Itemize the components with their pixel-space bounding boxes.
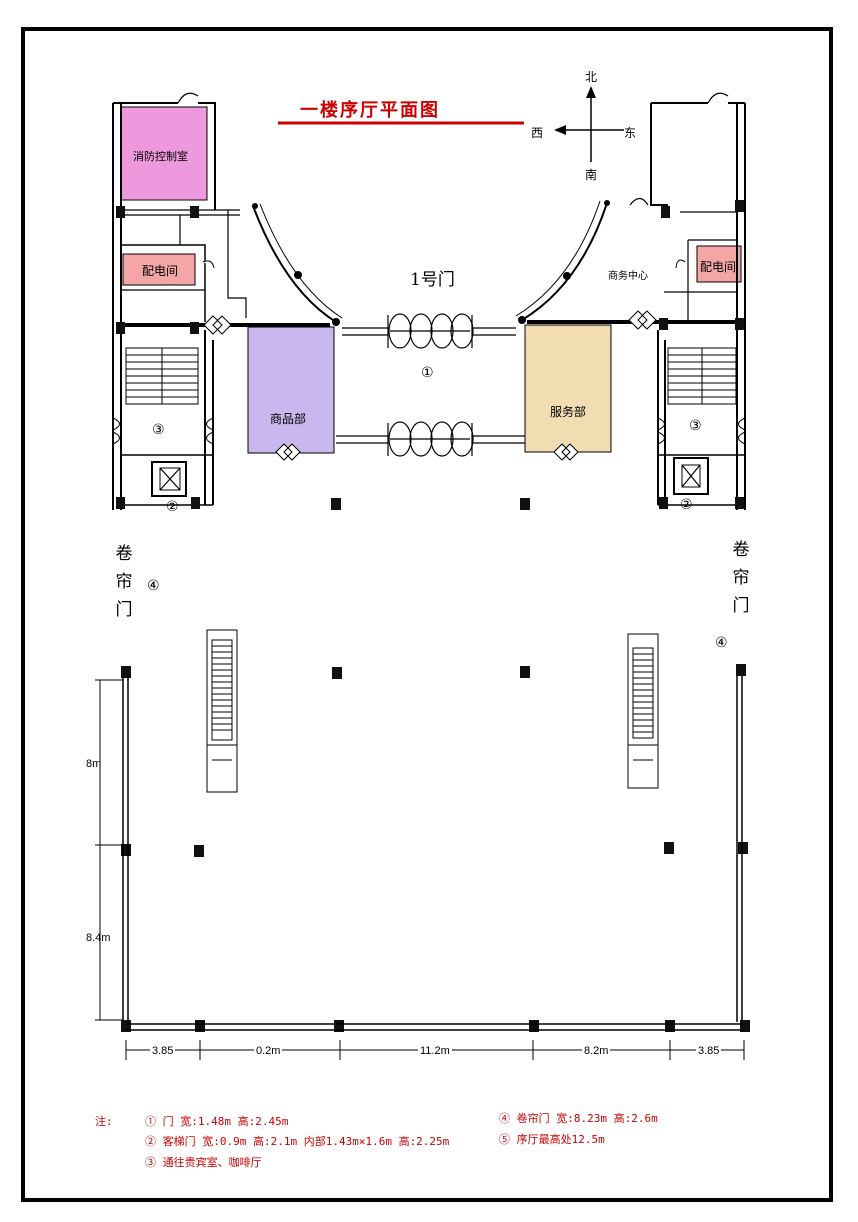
merchandise-room bbox=[247, 326, 335, 454]
power-room-left bbox=[122, 253, 196, 286]
business-center-label: 商务中心 bbox=[608, 271, 648, 282]
power-room-right bbox=[696, 245, 742, 283]
compass-north: 北 bbox=[585, 70, 598, 84]
power-left-label: 配电间 bbox=[142, 264, 179, 278]
revolving-door-north bbox=[342, 313, 516, 349]
rolling-door-right-label: 卷帘门 bbox=[732, 540, 750, 616]
hall-walls bbox=[122, 676, 744, 1031]
left-stair bbox=[125, 347, 199, 405]
marker-3-right: ③ bbox=[689, 418, 702, 434]
fire-control-room bbox=[120, 106, 208, 201]
marker-4-left: ④ bbox=[147, 578, 160, 594]
entrance-arc bbox=[252, 200, 608, 323]
dim-h3: 11.2m bbox=[418, 1045, 452, 1057]
service-room bbox=[524, 324, 612, 453]
note-5: ⑤ 序厅最高处12.5m bbox=[499, 1133, 605, 1146]
left-elevator bbox=[151, 461, 187, 497]
columns bbox=[116, 200, 750, 1032]
escalator-right bbox=[627, 633, 659, 789]
marker-4-right: ④ bbox=[715, 635, 728, 651]
dim-v2: 8.4m bbox=[86, 932, 111, 944]
drawing-frame bbox=[21, 27, 833, 1202]
side-doors bbox=[112, 417, 746, 445]
escalator-left bbox=[206, 629, 238, 793]
dim-h1: 3.85 bbox=[150, 1045, 176, 1057]
plan-title: 一楼序厅平面图 bbox=[300, 100, 440, 121]
compass bbox=[554, 86, 624, 162]
rolling-door-left-label: 卷帘门 bbox=[115, 544, 133, 620]
marker-2-left: ② bbox=[166, 499, 179, 515]
dim-h2: 0.2m bbox=[254, 1045, 283, 1057]
note-4: ④ 卷帘门 宽:8.23m 高:2.6m bbox=[499, 1112, 658, 1125]
dim-v1: 8m bbox=[86, 758, 102, 770]
dimension-lines bbox=[95, 679, 745, 1060]
compass-south: 南 bbox=[585, 168, 598, 182]
small-doors bbox=[202, 259, 686, 461]
marker-3-left: ③ bbox=[152, 422, 165, 438]
power-right-label: 配电间 bbox=[700, 260, 737, 274]
marker-1: ① bbox=[421, 365, 434, 381]
revolving-door-south bbox=[336, 421, 525, 457]
fire-control-label: 消防控制室 bbox=[133, 150, 188, 163]
marker-2-right: ② bbox=[680, 497, 693, 513]
compass-east: 东 bbox=[624, 126, 637, 140]
note-3: ③ 通往贵宾室、咖啡厅 bbox=[145, 1156, 262, 1169]
right-stair bbox=[667, 347, 737, 405]
note-1: ① 门 宽:1.48m 高:2.45m bbox=[145, 1115, 289, 1128]
merchandise-label: 商品部 bbox=[270, 412, 307, 426]
dim-h5: 3.85 bbox=[696, 1045, 722, 1057]
right-elevator bbox=[673, 457, 709, 495]
compass-west: 西 bbox=[531, 126, 544, 140]
notes-prefix: 注: bbox=[95, 1115, 113, 1128]
service-label: 服务部 bbox=[550, 405, 587, 419]
note-2: ② 客梯门 宽:0.9m 高:2.1m 内部1.43m×1.6m 高:2.25m bbox=[145, 1135, 450, 1148]
arc-columns bbox=[252, 200, 610, 326]
door-1-label: 1号门 bbox=[410, 270, 455, 290]
dim-h4: 8.2m bbox=[582, 1045, 611, 1057]
